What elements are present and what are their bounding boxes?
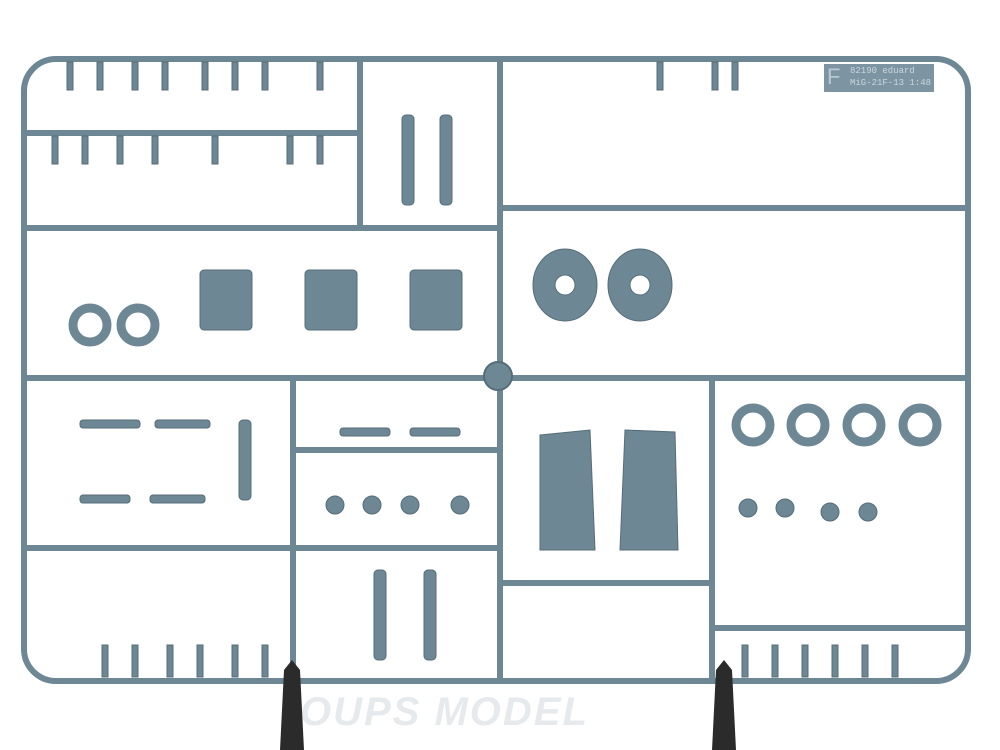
small-part [51, 135, 59, 165]
small-part [261, 644, 269, 678]
small-part [316, 61, 324, 91]
watermark: OUPS MODEL [300, 690, 589, 734]
small-part [96, 61, 104, 91]
gear-leg [401, 114, 415, 206]
small-wheel [820, 502, 840, 522]
cockpit-tub-right [619, 429, 679, 551]
gear-leg [238, 419, 252, 501]
small-part [66, 61, 74, 91]
seat-part [409, 269, 463, 331]
sprue-center-hub [483, 361, 513, 391]
small-wheel [450, 495, 470, 515]
small-part [731, 61, 739, 91]
small-part [196, 644, 204, 678]
small-wheel [325, 495, 345, 515]
bulkhead-hole [554, 274, 576, 296]
wheel-ring [786, 403, 830, 447]
small-part [656, 61, 664, 91]
seat-part [304, 269, 358, 331]
small-part [211, 135, 219, 165]
small-part [231, 644, 239, 678]
sprue-frame [21, 56, 971, 684]
small-part [101, 644, 109, 678]
sprue-parts [51, 61, 942, 678]
flat-part [154, 419, 211, 429]
small-part [831, 644, 839, 678]
seat-part [199, 269, 253, 331]
small-part [891, 644, 899, 678]
small-part [801, 644, 809, 678]
gear-leg [423, 569, 437, 661]
small-part [161, 61, 169, 91]
small-part [131, 61, 139, 91]
gear-leg [439, 114, 453, 206]
cockpit-tub-left [539, 429, 596, 551]
bulkhead-hole [629, 274, 651, 296]
small-part [771, 644, 779, 678]
small-wheel [400, 495, 420, 515]
flat-part [339, 427, 391, 437]
small-part [131, 644, 139, 678]
small-part [116, 135, 124, 165]
gear-leg [373, 569, 387, 661]
small-part [316, 135, 324, 165]
sprue-label-line1: 82190 eduard [850, 66, 915, 76]
sprue-letter: F [827, 64, 841, 89]
small-part [286, 135, 294, 165]
flat-part [79, 494, 131, 504]
wheel-ring [898, 403, 942, 447]
small-wheel [858, 502, 878, 522]
small-wheel [775, 498, 795, 518]
small-part [861, 644, 869, 678]
wheel-ring [68, 303, 112, 347]
small-part [151, 135, 159, 165]
small-part [261, 61, 269, 91]
wheel-ring [842, 403, 886, 447]
display-stand [280, 660, 736, 750]
small-part [231, 61, 239, 91]
wheel-ring [731, 403, 775, 447]
small-part [81, 135, 89, 165]
flat-part [79, 419, 141, 429]
small-part [741, 644, 749, 678]
small-part [166, 644, 174, 678]
small-wheel [738, 498, 758, 518]
small-part [711, 61, 719, 91]
sprue-label-line2: MiG-21F-13 1:48 [850, 78, 932, 88]
small-part [201, 61, 209, 91]
flat-part [149, 494, 206, 504]
small-wheel [362, 495, 382, 515]
flat-part [409, 427, 461, 437]
wheel-ring [116, 303, 160, 347]
sprue-label-tag: F 82190 eduard MiG-21F-13 1:48 [824, 64, 934, 92]
